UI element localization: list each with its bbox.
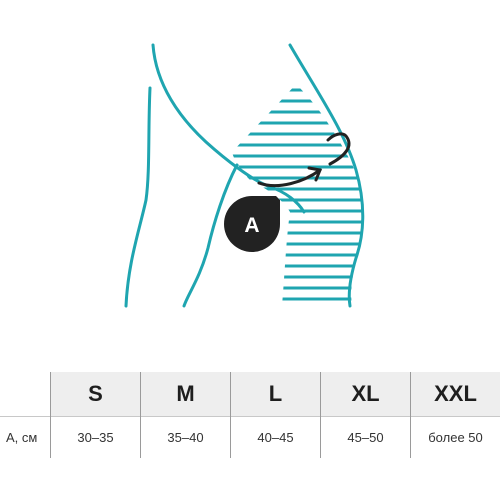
value-S: 30–35 xyxy=(77,429,114,445)
col-divider xyxy=(410,372,411,458)
measurement-badge: A xyxy=(224,196,280,252)
col-divider xyxy=(140,372,141,458)
row-divider xyxy=(0,416,500,417)
value-L: 40–45 xyxy=(257,429,294,445)
size-L: L xyxy=(268,381,283,406)
inner-arm-outline xyxy=(182,163,239,308)
badge-drop-icon xyxy=(224,196,280,252)
row-label: A, см xyxy=(6,429,38,445)
size-XL: XL xyxy=(351,381,380,406)
size-XXL: XXL xyxy=(434,381,477,406)
size-header-row: S M L XL XXL xyxy=(0,372,500,416)
value-XL: 45–50 xyxy=(347,429,384,445)
belly-outline xyxy=(288,43,365,308)
col-divider xyxy=(320,372,321,458)
measurement-arrow xyxy=(257,132,351,188)
size-S: S xyxy=(88,381,103,406)
value-M: 35–40 xyxy=(167,429,204,445)
size-M: M xyxy=(176,381,195,406)
size-table: S M L XL XXL A, см 30–35 35–40 40–45 45–… xyxy=(0,372,500,458)
value-XXL: более 50 xyxy=(428,429,483,445)
badge-letter: A xyxy=(244,214,259,237)
body-outline xyxy=(124,43,365,308)
measure-row: A, см 30–35 35–40 40–45 45–50 более 50 xyxy=(0,416,500,458)
col-divider xyxy=(50,372,51,458)
back-outline xyxy=(151,43,306,214)
arm-outline xyxy=(124,86,152,308)
col-divider xyxy=(230,372,231,458)
header-shade xyxy=(51,372,500,416)
body-measurement-illustration: A xyxy=(124,43,365,308)
hatched-belly-area xyxy=(232,88,364,301)
